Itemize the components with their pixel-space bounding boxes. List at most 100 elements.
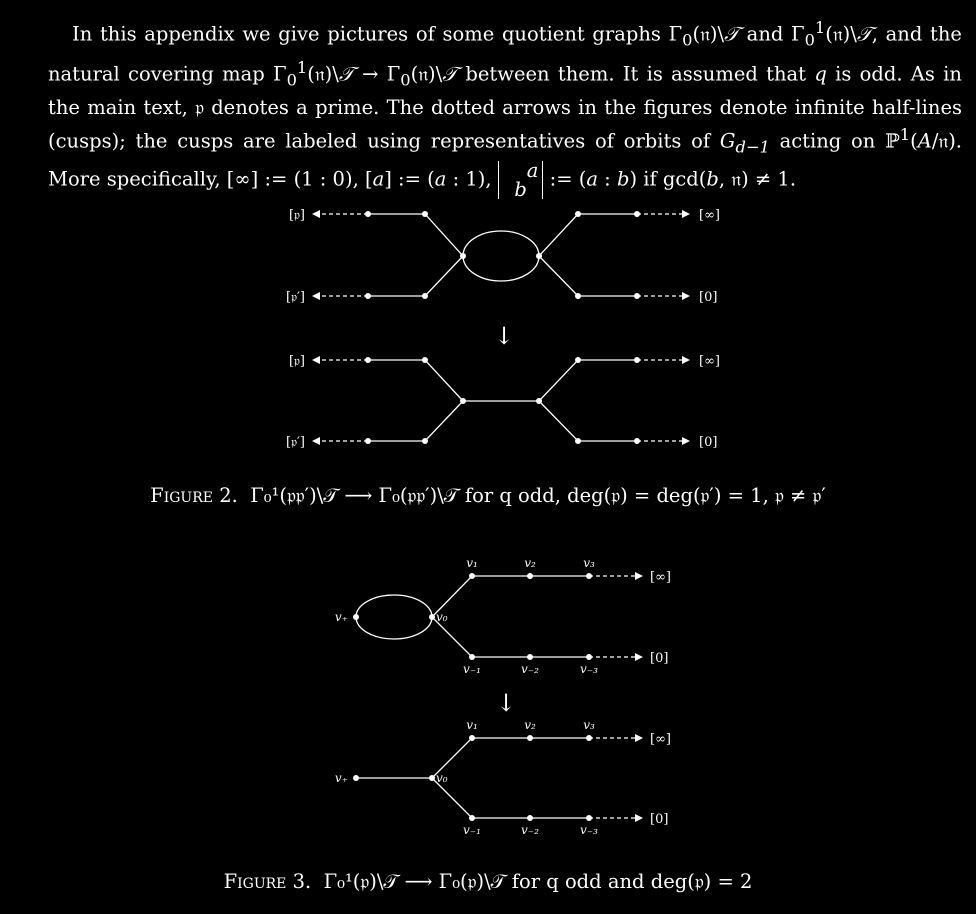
- arrowhead: [682, 210, 690, 218]
- figure-2-caption: Figure 2. Γ₀¹(𝔭𝔭′)\𝒯 ⟶ Γ₀(𝔭𝔭′)\𝒯 for q o…: [0, 484, 976, 507]
- figure-3-top-graph: v₁ v₂ v₃ v₊ v₀ v₋₁ v₋₂ v₋₃ [∞] [0]: [335, 556, 671, 676]
- vertex: [422, 293, 428, 299]
- vertex: [586, 735, 592, 741]
- edge: [431, 616, 589, 658]
- cusp-label-infinity: [∞]: [699, 354, 720, 369]
- vertex: [536, 398, 542, 404]
- intro-text: (𝔫)\: [692, 22, 725, 46]
- vertex: [429, 775, 435, 781]
- subscript: 0: [682, 30, 693, 50]
- vertex-label-vminus3: v₋₃: [580, 662, 598, 676]
- vertex: [460, 253, 466, 259]
- intro-text: , and the natural covering map Γ: [48, 22, 962, 86]
- cusp-label-infinity: [∞]: [699, 208, 720, 223]
- cusp-label-p: [𝔭]: [289, 208, 305, 223]
- math-a: a: [372, 167, 385, 191]
- loop-edge: [355, 594, 433, 640]
- intro-text: is odd. As in the main text, 𝔭 denotes a…: [48, 62, 962, 153]
- math-tree: 𝒯: [442, 62, 458, 86]
- math-tree: 𝒯: [724, 22, 739, 46]
- subscript: 0: [804, 30, 815, 50]
- covering-map-arrow: ↓: [496, 689, 516, 717]
- vertex: [634, 293, 640, 299]
- arrowhead: [312, 437, 320, 445]
- vertex-label-vminus2: v₋₂: [521, 823, 539, 837]
- vertex-label-vminus2: v₋₂: [521, 662, 539, 676]
- vertex-label-v3: v₃: [583, 556, 595, 570]
- intro-text: :: [597, 167, 617, 191]
- figure-3-bottom-graph: v₁ v₂ v₃ v₊ v₀ v₋₁ v₋₂ v₋₃ [∞] [0]: [335, 718, 671, 837]
- cusp-label-zero: [0]: [650, 651, 668, 666]
- intro-paragraph: In this appendix we give pictures of som…: [48, 14, 962, 199]
- vertex: [460, 398, 466, 404]
- vertex: [469, 573, 475, 579]
- vertex: [575, 211, 581, 217]
- caption-text: Γ₀¹(𝔭)\𝒯 ⟶ Γ₀(𝔭)\𝒯 for q odd and deg(𝔭) …: [323, 870, 753, 893]
- vertex: [469, 654, 475, 660]
- edge: [538, 359, 637, 402]
- intro-text: (𝔫)\: [307, 62, 339, 86]
- arrowhead: [682, 437, 690, 445]
- arrowhead: [635, 572, 643, 580]
- vertex: [353, 775, 359, 781]
- math-b: b: [616, 167, 630, 191]
- figure-3-diagram: v₁ v₂ v₃ v₊ v₀ v₋₁ v₋₂ v₋₃ [∞] [0] ↓ v₁ …: [335, 556, 671, 837]
- vertex-label-v2: v₂: [524, 556, 536, 570]
- intro-text: (𝔫)\: [825, 22, 857, 46]
- vertex: [575, 293, 581, 299]
- arrowhead: [682, 292, 690, 300]
- cusp-label-zero: [0]: [699, 290, 717, 305]
- cusp-label-zero: [0]: [699, 435, 717, 450]
- loop-edge: [462, 230, 540, 282]
- math-q: q: [814, 62, 827, 86]
- vertex: [429, 614, 435, 620]
- edge: [431, 575, 589, 618]
- vertex-label-v1: v₁: [466, 718, 478, 732]
- arrowhead: [312, 356, 320, 364]
- vertex: [586, 573, 592, 579]
- vertex: [527, 815, 533, 821]
- vertex: [586, 654, 592, 660]
- superscript: 1: [899, 125, 911, 145]
- cusp-label-infinity: [∞]: [650, 732, 671, 747]
- edge: [368, 213, 464, 257]
- caption-label: Figure: [223, 870, 287, 893]
- subscript: d−1: [735, 137, 770, 157]
- vertex: [422, 357, 428, 363]
- vertex-label-v3: v₃: [583, 718, 595, 732]
- vertex: [365, 438, 371, 444]
- vertex: [527, 735, 533, 741]
- intro-text: /𝔫). More specifically, [∞] := (1 : 0), …: [48, 129, 962, 191]
- vertex: [634, 357, 640, 363]
- vector-b: b: [514, 178, 527, 202]
- covering-map-arrow: ↓: [494, 322, 514, 350]
- vertex: [365, 357, 371, 363]
- figure-3-caption: Figure 3. Γ₀¹(𝔭)\𝒯 ⟶ Γ₀(𝔭)\𝒯 for q odd a…: [0, 870, 976, 893]
- vertex: [536, 253, 542, 259]
- cusp-label-pprime: [𝔭′]: [286, 435, 305, 450]
- intro-text: ] := (: [384, 167, 435, 191]
- arrowhead: [635, 653, 643, 661]
- vertex: [422, 211, 428, 217]
- vertex-label-vminus1: v₋₁: [463, 823, 481, 837]
- superscript: 1: [296, 57, 308, 77]
- arrowhead: [635, 814, 643, 822]
- math-G: G: [719, 129, 736, 153]
- intro-text: and Γ: [739, 22, 805, 46]
- math-b: b: [706, 167, 719, 191]
- cusp-label-infinity: [∞]: [650, 570, 671, 585]
- cusp-label-pprime: [𝔭′]: [286, 290, 305, 305]
- arrowhead: [682, 356, 690, 364]
- edge: [431, 777, 589, 819]
- vector-a: a: [526, 159, 539, 183]
- subscript: 0: [400, 70, 411, 90]
- vertex: [527, 573, 533, 579]
- intro-text: ) if gcd(: [629, 167, 707, 191]
- vertex-label-vminus1: v₋₁: [463, 662, 481, 676]
- figure-2-diagram: [𝔭] [𝔭′] [∞] [0] ↓ [𝔭] [𝔭′] [∞] [0]: [286, 208, 720, 450]
- vertex: [586, 815, 592, 821]
- vertex-label-v1: v₁: [466, 556, 478, 570]
- caption-label: Figure: [150, 484, 213, 507]
- cusp-label-zero: [0]: [650, 812, 668, 827]
